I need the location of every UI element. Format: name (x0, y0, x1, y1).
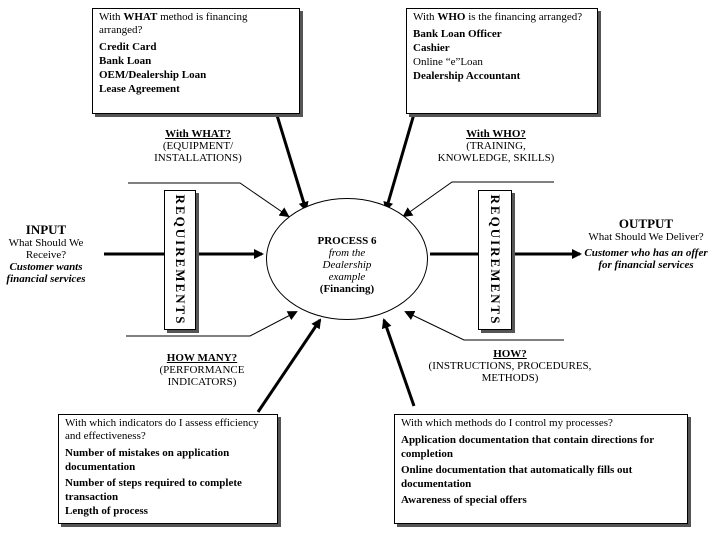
indicators-box: With which indicators do I assess effici… (58, 414, 278, 524)
output-question: What Should We Deliver? (588, 231, 704, 243)
arrow-who (383, 113, 416, 212)
thin-connector-how (404, 310, 564, 341)
what-item: Credit Card (99, 41, 157, 53)
input-question: What Should We Receive? (8, 237, 84, 261)
method-item: Application documentation that contain d… (401, 434, 654, 460)
indicator-item: Length of process (65, 505, 148, 517)
arrow-how-many (256, 318, 322, 413)
input-heading: INPUT (25, 222, 67, 237)
arrow-what (274, 111, 309, 212)
with-who-label: With WHO? (TRAINING, KNOWLEDGE, SKILLS) (437, 128, 555, 164)
what-method-box: With WHAT method is financing arranged? … (92, 8, 300, 114)
requirements-left-box: REQUIREMENTS (164, 190, 196, 330)
thin-connector-who (402, 181, 554, 218)
how-label: HOW? (INSTRUCTIONS, PROCEDURES, METHODS) (428, 348, 592, 384)
method-item: Awareness of special offers (401, 494, 527, 506)
what-item: OEM/Dealership Loan (99, 69, 207, 81)
methods-question: With which methods do I control my proce… (401, 417, 613, 429)
what-question: With WHAT method is financing arranged? (99, 11, 248, 36)
with-what-label: With WHAT? (EQUIPMENT/ INSTALLATIONS) (154, 128, 242, 164)
who-box: With WHO is the financing arranged? Bank… (406, 8, 598, 114)
output-answer: Customer who has an offer for financial … (584, 247, 708, 271)
who-item: Cashier (413, 42, 450, 54)
input-block: INPUT What Should We Receive? Customer w… (0, 222, 92, 285)
indicator-item: Number of mistakes on application docume… (65, 447, 230, 473)
requirements-right-box: REQUIREMENTS (478, 190, 512, 330)
arrow-how (381, 318, 416, 407)
what-item: Lease Agreement (99, 83, 180, 95)
indicator-item: Number of steps required to complete tra… (65, 477, 242, 503)
requirements-left-label: REQUIREMENTS (173, 194, 188, 326)
who-question: With WHO is the financing arranged? (413, 11, 583, 23)
who-item: Dealership Accountant (413, 70, 521, 82)
method-item: Online documentation that automatically … (401, 464, 633, 490)
thin-connector-what (128, 182, 290, 218)
requirements-right-label: REQUIREMENTS (488, 194, 503, 326)
process-name: (Financing) (319, 283, 375, 295)
indicators-question: With which indicators do I assess effici… (65, 417, 259, 442)
thin-connector-how-many (126, 311, 298, 337)
input-answer: Customer wants financial services (6, 261, 86, 285)
output-heading: OUTPUT (618, 216, 674, 231)
process-subtitle: from the Dealership example (322, 247, 372, 283)
who-item: Bank Loan Officer (413, 28, 502, 40)
methods-box: With which methods do I control my proce… (394, 414, 688, 524)
what-item: Bank Loan (99, 55, 152, 67)
process-circle: PROCESS 6 from the Dealership example (F… (266, 198, 428, 320)
who-item: Online “e”Loan (413, 56, 483, 68)
how-many-label: HOW MANY? (PERFORMANCE INDICATORS) (159, 352, 245, 388)
output-block: OUTPUT What Should We Deliver? Customer … (580, 216, 712, 271)
process-title: PROCESS 6 (317, 235, 377, 247)
